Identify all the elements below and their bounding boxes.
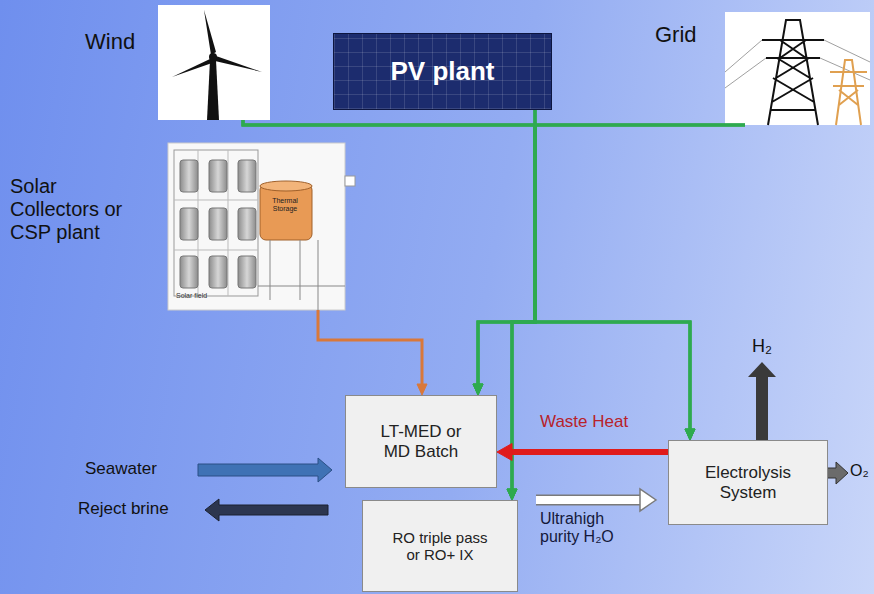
connector-line — [478, 110, 535, 388]
wind-turbine-part — [158, 5, 270, 120]
wind-turbine-part — [215, 56, 262, 72]
edge-label: Waste Heat — [540, 412, 628, 432]
power-pylon-part — [762, 20, 824, 125]
connector-line — [243, 120, 535, 493]
solar-field-part — [345, 176, 355, 186]
connector — [243, 120, 535, 500]
solar-field-part — [258, 240, 345, 310]
solar-image: Solar Collectors or CSP plant — [168, 143, 345, 310]
arrowhead — [507, 489, 517, 500]
arrowhead — [685, 429, 695, 440]
power-pylon — [725, 12, 870, 125]
connector-line — [512, 110, 535, 493]
wind-turbine-part — [209, 53, 217, 61]
box-text: PV plant — [390, 57, 494, 87]
wind-turbine-part — [204, 10, 216, 55]
connector-line — [535, 125, 745, 433]
connector — [536, 489, 656, 511]
solar-field-part — [168, 143, 345, 310]
arrowhead — [685, 429, 695, 440]
grid-image: Grid — [725, 12, 870, 125]
arrowhead — [473, 384, 483, 395]
heading-text: Grid — [655, 22, 697, 47]
connector-line — [535, 110, 690, 433]
solar-field-part — [174, 150, 258, 296]
solar-field-part — [238, 160, 256, 192]
connector — [535, 125, 745, 440]
arrowhead — [507, 489, 517, 500]
connector-line — [243, 120, 690, 433]
solar-field-part — [180, 160, 198, 192]
connector-outline — [536, 495, 641, 506]
solar-field-part — [260, 181, 312, 191]
reject-brine-arrow-part — [205, 499, 328, 521]
seawater-arrow-part — [198, 458, 332, 482]
wind-turbine-part — [172, 59, 212, 77]
solar-field-part — [180, 208, 198, 240]
arrowhead — [507, 489, 517, 500]
part-label: Solar field — [176, 292, 207, 300]
hydrogen-arrow — [748, 362, 776, 440]
pv-plant-panel: PV plant — [333, 33, 552, 110]
solar-field-part — [238, 208, 256, 240]
connector — [535, 110, 695, 440]
connector — [473, 125, 745, 395]
heading-text: Solar Collectors or CSP plant — [10, 175, 142, 244]
hydrogen-arrow-part — [748, 362, 776, 440]
power-pylon-part — [725, 12, 870, 125]
connector — [243, 120, 695, 440]
wind-image: Wind — [160, 5, 270, 120]
reject-brine-arrow — [205, 499, 328, 521]
part-label: Thermal Storage — [262, 197, 308, 213]
product-label: O₂ — [850, 462, 869, 480]
wind-turbine — [158, 5, 270, 120]
box-text: Electrolysis System — [698, 463, 798, 502]
solar-field-part — [209, 256, 227, 288]
product-label: H₂ — [752, 336, 772, 357]
connector-line — [512, 125, 745, 493]
connector — [318, 310, 427, 395]
heading-text: Wind — [85, 29, 135, 54]
solar-field-part — [238, 256, 256, 288]
solar-field-part — [174, 150, 258, 296]
process-box: Electrolysis System — [668, 440, 828, 525]
solar-field-part — [260, 184, 312, 240]
connector-line — [506, 449, 668, 455]
connector-line — [243, 120, 535, 388]
connector — [497, 444, 668, 461]
solar-field-part — [209, 208, 227, 240]
arrowhead — [497, 444, 512, 461]
connector-line — [318, 310, 422, 388]
input-label: Seawater — [85, 459, 157, 479]
solar-field-part — [209, 160, 227, 192]
seawater-arrow — [198, 458, 332, 482]
solar-field-part — [180, 256, 198, 288]
arrowhead — [685, 429, 695, 440]
arrowhead — [473, 384, 483, 395]
box-text: LT-MED or MD Batch — [371, 422, 471, 461]
connector — [473, 110, 535, 395]
output-label: Reject brine — [78, 499, 169, 519]
process-box: LT-MED or MD Batch — [345, 395, 497, 488]
process-box: RO triple pass or RO+ IX — [362, 500, 518, 592]
arrowhead — [473, 384, 483, 395]
connector-line — [478, 125, 745, 388]
arrowhead — [640, 489, 656, 511]
connector — [243, 120, 535, 395]
wind-turbine-part — [207, 60, 219, 120]
arrowhead — [417, 384, 427, 395]
box-text: RO triple pass or RO+ IX — [385, 529, 495, 564]
solar-field — [168, 143, 355, 310]
edge-label: Ultrahigh purity H₂O — [540, 510, 640, 547]
connector-line — [536, 496, 641, 504]
power-pylon-part — [830, 60, 867, 125]
